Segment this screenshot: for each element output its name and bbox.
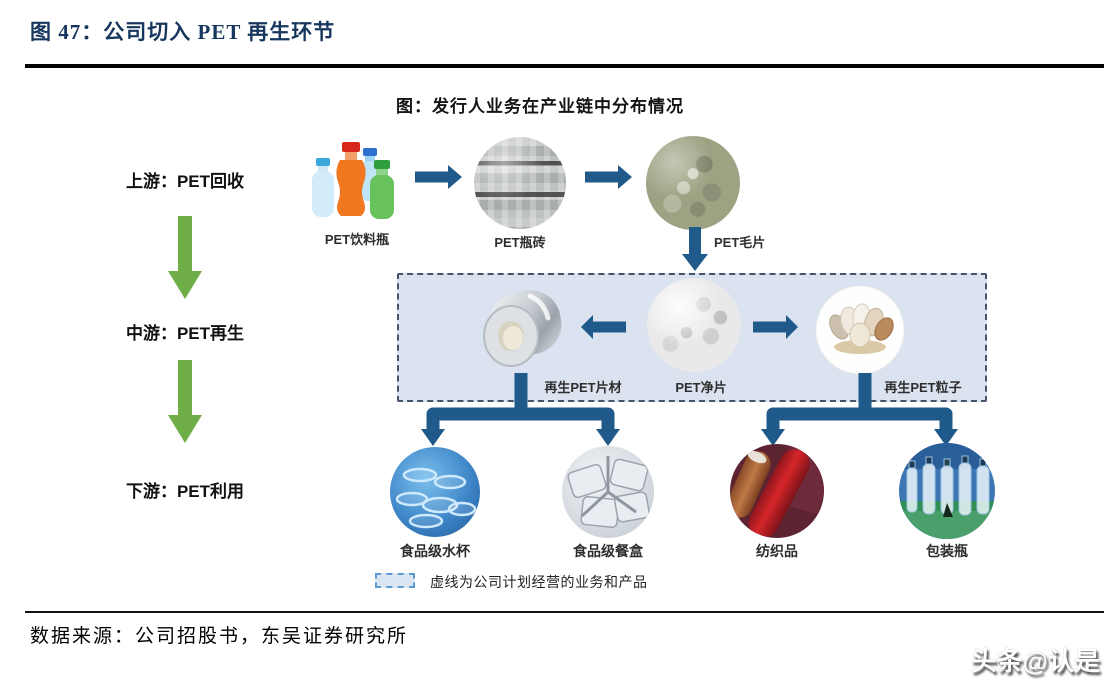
branch-connector-right-icon	[761, 373, 958, 446]
flow-arrow-right-icon	[415, 165, 462, 189]
header-divider	[25, 64, 1104, 68]
stage-label-upstream: 上游：PET回收	[125, 172, 245, 191]
node-label-food-grade-cups: 食品级水杯	[400, 543, 470, 559]
stage-label-midstream: 中游：PET再生	[125, 324, 245, 343]
recycled-pet-pellets-image	[815, 285, 905, 375]
stage-label-downstream: 下游：PET利用	[125, 482, 245, 501]
textiles-image	[730, 444, 824, 538]
legend-dashed-swatch	[375, 573, 415, 588]
food-grade-containers-image	[562, 446, 654, 538]
watermark: 头条@认是	[970, 646, 1100, 676]
node-label-pet-bottles: PET饮料瓶	[324, 232, 390, 247]
packaging-bottles-image	[899, 443, 995, 539]
footer-divider	[25, 611, 1104, 613]
node-label-textiles: 纺织品	[756, 543, 798, 559]
flow-arrow-right-icon	[585, 165, 632, 189]
node-label-pet-clean-flakes: PET净片	[675, 380, 727, 395]
recycled-pet-sheet-roll-image	[483, 290, 562, 367]
flow-arrow-right-icon	[753, 315, 798, 339]
flow-arrow-left-icon	[581, 315, 626, 339]
food-grade-cups-image	[390, 447, 480, 537]
green-down-arrow-icon	[168, 216, 202, 299]
node-label-pet-brick: PET瓶砖	[494, 235, 546, 250]
source-note: 数据来源：公司招股书，东吴证券研究所	[30, 626, 409, 647]
legend-label: 虚线为公司计划经营的业务和产品	[430, 574, 648, 590]
pet-bottle-brick-image	[474, 137, 566, 229]
pet-clean-flakes-image	[647, 278, 741, 372]
figure-title: 图 47：公司切入 PET 再生环节	[30, 20, 336, 44]
branch-connector-left-icon	[421, 373, 620, 446]
node-label-recycled-pet-pellets: 再生PET粒子	[884, 380, 962, 395]
node-label-recycled-pet-sheet: 再生PET片材	[544, 380, 622, 395]
node-label-food-grade-containers: 食品级餐盒	[573, 543, 643, 559]
flow-arrow-down-icon	[682, 227, 708, 271]
green-down-arrow-icon	[168, 360, 202, 443]
node-label-pet-raw-flakes: PET毛片	[714, 235, 766, 250]
pet-beverage-bottles-image	[312, 142, 394, 219]
node-label-packaging-bottles: 包装瓶	[926, 543, 968, 559]
pet-raw-flakes-image	[646, 136, 740, 230]
diagram-title: 图：发行人业务在产业链中分布情况	[396, 97, 684, 116]
